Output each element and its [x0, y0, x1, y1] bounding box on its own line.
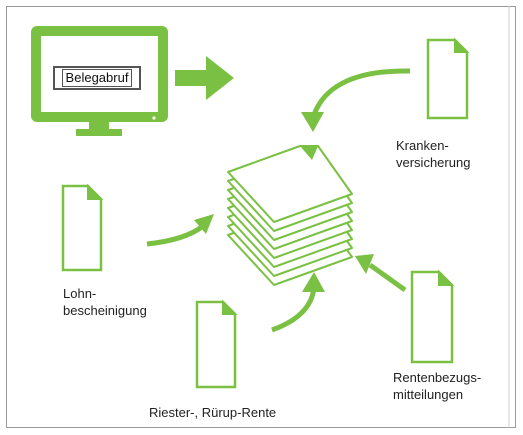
label-lohn-line1: Lohn- [63, 286, 97, 301]
label-riester-line1: Riester-, Rürup-Rente [149, 405, 277, 420]
label-kranken: Kranken- versicherung [396, 137, 470, 171]
label-renten: Rentenbezugs- mitteilungen [393, 369, 481, 403]
stack-sheet [227, 145, 353, 223]
document-icon-lohn [61, 183, 104, 272]
label-riester: Riester-, Rürup-Rente [149, 404, 276, 421]
label-kranken-line1: Kranken- [396, 138, 449, 153]
document-icon-kranken [426, 37, 470, 120]
label-lohn: Lohn- bescheinigung [63, 285, 147, 319]
arrow-from-kranken-icon [301, 68, 411, 132]
belegabruf-textbox: Belegabruf [53, 66, 141, 90]
label-renten-line2: mitteilungen [393, 387, 464, 402]
document-icon-riester [195, 299, 238, 389]
label-renten-line1: Rentenbezugs- [393, 370, 482, 385]
arrow-from-riester-icon [271, 272, 325, 333]
belegabruf-label: Belegabruf [61, 69, 133, 87]
label-lohn-line2: bescheinigung [63, 303, 147, 318]
document-icon-renten [410, 269, 455, 364]
arrow-right-icon [175, 56, 234, 100]
arrow-from-renten-icon [355, 254, 407, 293]
label-kranken-line2: versicherung [396, 155, 471, 170]
stack-fold-corner [300, 146, 318, 160]
document-stack-icon [227, 145, 353, 286]
arrow-from-lohn-icon [146, 214, 214, 247]
